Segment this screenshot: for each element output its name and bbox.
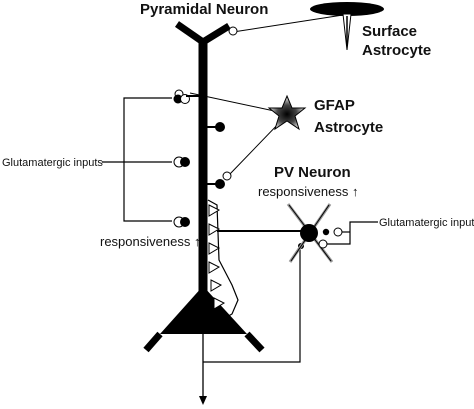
gfap-astrocyte-star: [267, 94, 307, 131]
pyramidal-tuft-left: [175, 21, 205, 45]
pyramidal-basal-left: [143, 331, 163, 353]
pv-glutamatergic-input: [318, 221, 378, 249]
pyramidal-glutamatergic-inputs: [102, 97, 172, 222]
axon-arrow-head: [199, 396, 207, 405]
gfap-astrocyte-label: Astrocyte: [314, 119, 383, 136]
pv-responsiveness-label: responsiveness ↑: [258, 184, 358, 199]
pyramidal-to-pv-collateral: [203, 248, 301, 363]
pyramidal-basal-right: [244, 331, 265, 353]
pyramidal-soma: [160, 286, 247, 334]
pyramidal-tuft-right: [201, 23, 231, 45]
glutamatergic-inputs-left-label: Glutamatergic inputs: [2, 157, 103, 169]
pv-axon-wrap: [207, 199, 239, 323]
inhibitory-synapse-triangles: [208, 204, 226, 310]
gfap-label: GFAP: [314, 97, 355, 114]
astrocyte-contacts: [189, 14, 344, 176]
pyramidal-responsiveness-label: responsiveness ↑: [100, 234, 200, 249]
surface-astrocyte: [310, 2, 384, 51]
pv-neuron: [286, 203, 334, 263]
surface-astrocyte-contact: [228, 26, 238, 36]
surface-astrocyte-label: Astrocyte: [362, 42, 431, 59]
glutamatergic-inputs-right-label: Glutamatergic inputs: [379, 217, 474, 229]
left-synapses: [173, 89, 190, 228]
dendritic-spines: [186, 95, 225, 189]
gfap-astrocyte-contact: [222, 171, 232, 181]
surface-label: Surface: [362, 23, 417, 40]
pv-neuron-label: PV Neuron: [274, 164, 351, 181]
pyramidal-neuron-label: Pyramidal Neuron: [140, 1, 268, 18]
